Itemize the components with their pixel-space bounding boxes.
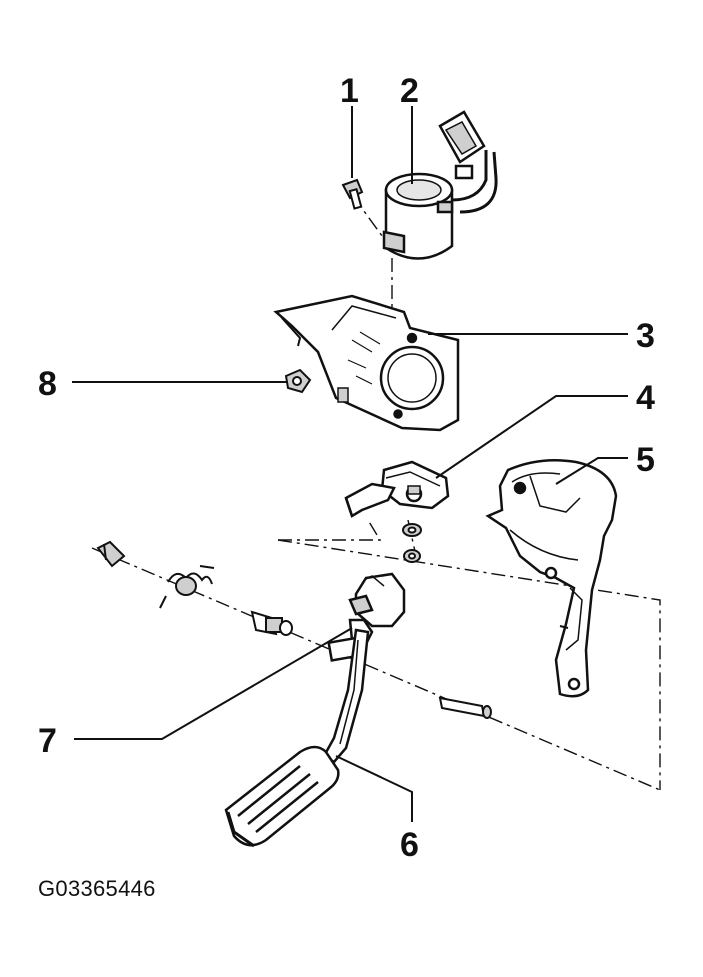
callout-2: 2 xyxy=(400,72,419,110)
mounting-bracket xyxy=(273,294,460,432)
leader-line-6 xyxy=(335,755,413,822)
callout-4: 4 xyxy=(636,379,655,417)
nut xyxy=(402,523,422,563)
callout-1: 1 xyxy=(340,72,359,110)
callout-5: 5 xyxy=(636,441,655,479)
pedal-sensor xyxy=(382,110,498,260)
pivot-pin xyxy=(438,696,492,719)
callout-8: 8 xyxy=(38,365,57,403)
screw xyxy=(341,178,364,210)
callout-6: 6 xyxy=(400,826,419,864)
leader-line-5 xyxy=(555,457,628,485)
switch-assembly xyxy=(344,460,450,518)
callout-3: 3 xyxy=(636,317,655,355)
figure-id: G03365446 xyxy=(38,876,156,901)
clip xyxy=(96,540,126,568)
pedal-pivot xyxy=(284,368,312,394)
leader-lines xyxy=(72,106,628,822)
callout-7: 7 xyxy=(38,722,57,760)
leader-line-7 xyxy=(74,627,353,740)
accelerator-pedal xyxy=(224,572,406,848)
bushing xyxy=(250,610,293,636)
pedal-support-bracket xyxy=(485,458,618,698)
spring xyxy=(159,565,215,609)
leader-line-4 xyxy=(435,395,628,479)
